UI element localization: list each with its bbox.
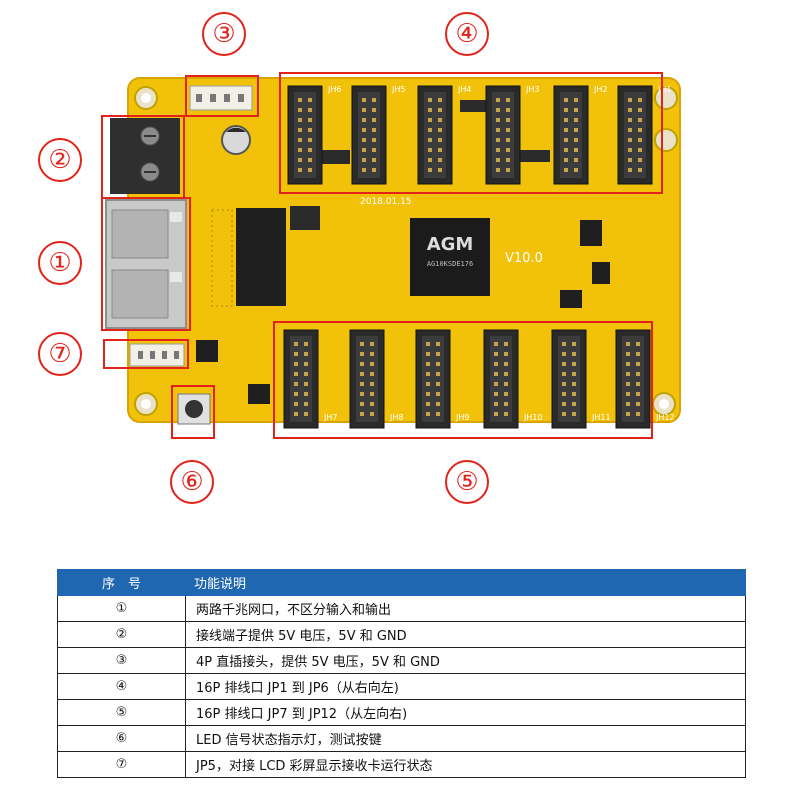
row-number: ④ [57, 673, 186, 700]
header-connector: JH6 [287, 85, 341, 185]
header-label: JH2 [593, 85, 607, 94]
ethernet-ports [105, 199, 187, 329]
row-description: LED 信号状态指示灯，测试按键 [185, 725, 746, 752]
header-connector: JH8 [349, 329, 403, 429]
chips [196, 100, 610, 404]
callout-3: ③ [202, 12, 246, 56]
row-description: 4P 直插接头，提供 5V 电压，5V 和 GND [185, 647, 746, 674]
header-label: JH3 [525, 85, 539, 94]
box-terminal [101, 115, 185, 199]
power-4p-connector [189, 85, 253, 111]
top-header-row: JH6 JH5 JH4 JH3 JH2 JH1 [287, 85, 671, 185]
row-number: ⑥ [57, 725, 186, 752]
row-description: 接线端子提供 5V 电压，5V 和 GND [185, 621, 746, 648]
header-number: 序 号 [57, 569, 186, 596]
row-description: JP5，对接 LCD 彩屏显示接收卡运行状态 [185, 751, 746, 778]
header-label: JH12 [655, 413, 675, 422]
lcd-connector [129, 343, 185, 367]
chip-part-text: AG10KSDE176 [427, 260, 473, 268]
mounting-holes [134, 86, 678, 416]
header-connector: JH7 [283, 329, 337, 429]
header-connector: JH9 [415, 329, 469, 429]
header-label: JH6 [327, 85, 341, 94]
callout-7: ⑦ [38, 332, 82, 376]
pcb-board [127, 77, 681, 423]
header-label: JH9 [455, 413, 469, 422]
row-number: ⑦ [57, 751, 186, 778]
header-connector: JH1 [617, 85, 671, 185]
header-connector: JH4 [417, 85, 471, 185]
box-bottom-headers [273, 321, 653, 439]
callout-4: ④ [445, 12, 489, 56]
box-top-headers [279, 72, 663, 194]
test-button [177, 393, 211, 425]
table-header-row: 序 号 功能说明 [57, 569, 746, 596]
header-description: 功能说明 [185, 569, 746, 596]
callout-6: ⑥ [170, 460, 214, 504]
row-description: 16P 排线口 JP1 到 JP6（从右向左) [185, 673, 746, 700]
callout-1: ① [38, 241, 82, 285]
row-number: ② [57, 621, 186, 648]
terminal-block [110, 118, 180, 194]
row-number: ⑤ [57, 699, 186, 726]
header-label: JH7 [323, 413, 337, 422]
header-connector: JH5 [351, 85, 405, 185]
version-text: V10.0 [505, 251, 543, 266]
header-label: JH11 [591, 413, 611, 422]
row-description: 16P 排线口 JP7 到 JP12（从左向右) [185, 699, 746, 726]
header-connector: JH12 [615, 329, 675, 429]
header-label: JH4 [457, 85, 471, 94]
row-description: 两路千兆网口，不区分输入和输出 [185, 595, 746, 622]
row-number: ③ [57, 647, 186, 674]
header-label: JH5 [391, 85, 405, 94]
box-4p [185, 75, 259, 117]
header-label: JH1 [657, 85, 671, 94]
header-label: JH10 [523, 413, 543, 422]
callout-5: ⑤ [445, 460, 489, 504]
date-text: 2018.01.15 [360, 197, 412, 207]
box-button [171, 385, 215, 439]
header-connector: JH2 [553, 85, 607, 185]
header-connector: JH11 [551, 329, 611, 429]
callout-2: ② [38, 138, 82, 182]
highlight-boxes [101, 72, 663, 439]
bottom-header-row: JH7 JH8 JH9 JH10 JH11 JH12 [283, 329, 675, 429]
header-label: JH8 [389, 413, 403, 422]
header-connector: JH10 [483, 329, 543, 429]
header-connector: JH3 [485, 85, 539, 185]
chip-brand-text: AGM [427, 234, 474, 255]
row-number: ① [57, 595, 186, 622]
box-lcd [103, 339, 189, 369]
capacitor [221, 125, 251, 155]
